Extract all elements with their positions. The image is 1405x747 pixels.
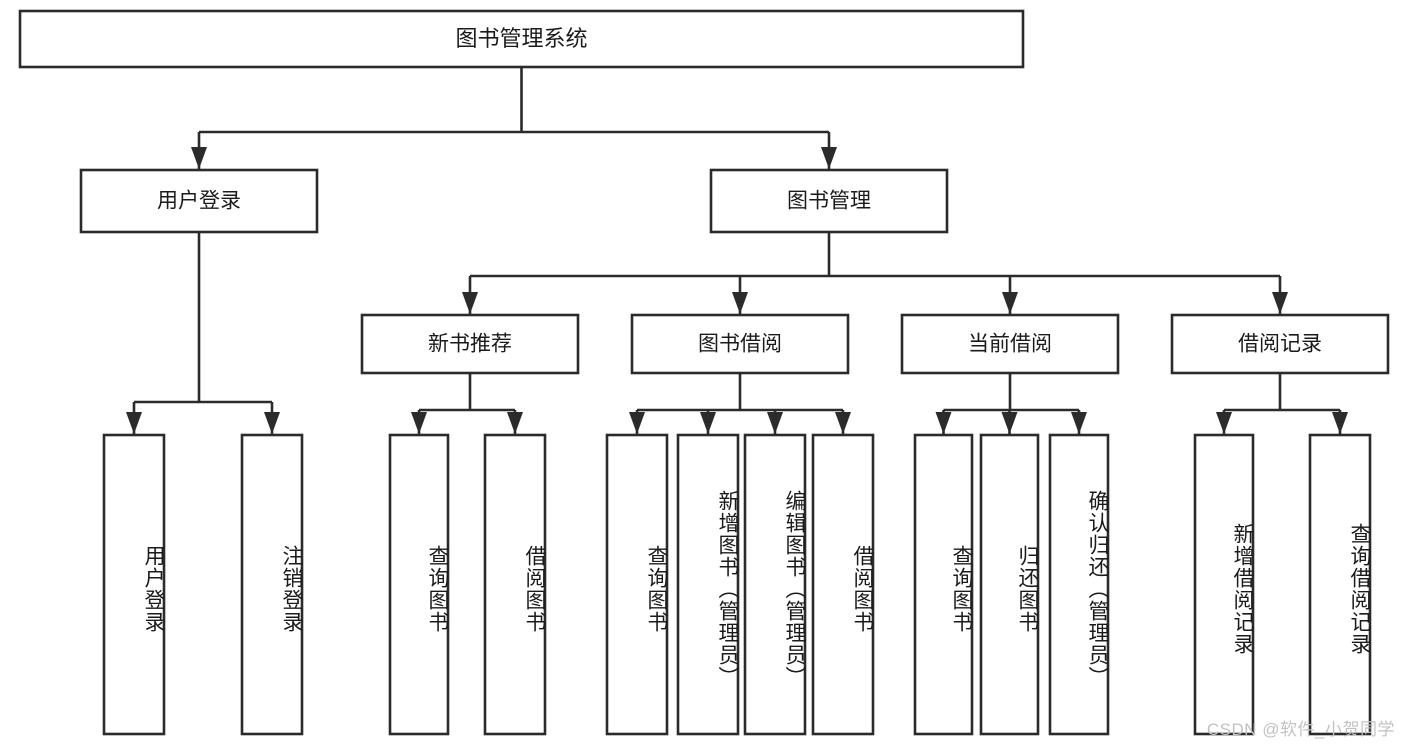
node-level3-box-2[interactable] [630,313,850,375]
arrow-head-icon [1216,412,1232,434]
arrow-head-icon [1001,412,1018,434]
arrow-head-icon [1071,412,1087,434]
node-level2-box-2[interactable] [709,168,949,234]
node-boxes [18,9,1390,736]
arrow-head-icon [191,147,207,169]
arrow-head-icon [629,412,645,434]
node-leaf-box-4[interactable] [483,433,547,736]
arrow-head-icon [767,412,783,434]
arrow-head-icon [935,412,952,434]
node-leaf-box-11[interactable] [1048,433,1110,736]
arrow-head-icon [1002,292,1018,314]
arrow-head-icon [411,412,427,434]
connector-lines [126,67,1348,434]
node-level2-label-2: 图书管理 [787,190,871,213]
arrow-head-icon [835,412,851,434]
node-leaf-box-6[interactable] [676,433,740,736]
node-leaf-box-10[interactable] [979,433,1040,736]
node-leaf-box-9[interactable] [913,433,974,736]
node-root-label: 图书管理系统 [455,26,587,51]
node-level3-box-3[interactable] [900,313,1120,375]
node-leaf-box-5[interactable] [605,433,669,736]
node-level3-label-2: 图书借阅 [698,333,782,356]
node-level3-label-4: 借阅记录 [1238,333,1322,356]
arrow-head-icon [462,292,478,314]
arrow-head-icon [732,292,748,314]
node-level3-box-1[interactable] [360,313,580,375]
node-level2-box-1[interactable] [79,168,319,234]
node-leaf-box-12[interactable] [1193,433,1255,736]
arrow-head-icon [126,412,142,434]
node-leaf-box-7[interactable] [743,433,807,736]
arrow-head-icon [1332,412,1348,434]
node-leaf-box-2[interactable] [240,433,304,736]
node-level3-label-3: 当前借阅 [968,333,1052,356]
node-root-box[interactable] [18,9,1025,69]
node-level3-box-4[interactable] [1170,313,1390,375]
node-leaf-box-1[interactable] [102,433,166,736]
arrow-head-icon [821,147,837,169]
arrow-head-icon [700,412,716,434]
arrow-head-icon [1272,292,1288,314]
node-leaf-box-13[interactable] [1308,433,1372,736]
arrow-head-icon [507,412,523,434]
node-level2-label-1: 用户登录 [157,190,241,213]
node-leaf-box-3[interactable] [388,433,450,736]
node-level3-label-1: 新书推荐 [428,333,512,356]
csdn-watermark: CSDN @软件_小贺同学 [1206,720,1395,739]
node-leaf-box-8[interactable] [811,433,875,736]
arrow-head-icon [264,412,280,434]
